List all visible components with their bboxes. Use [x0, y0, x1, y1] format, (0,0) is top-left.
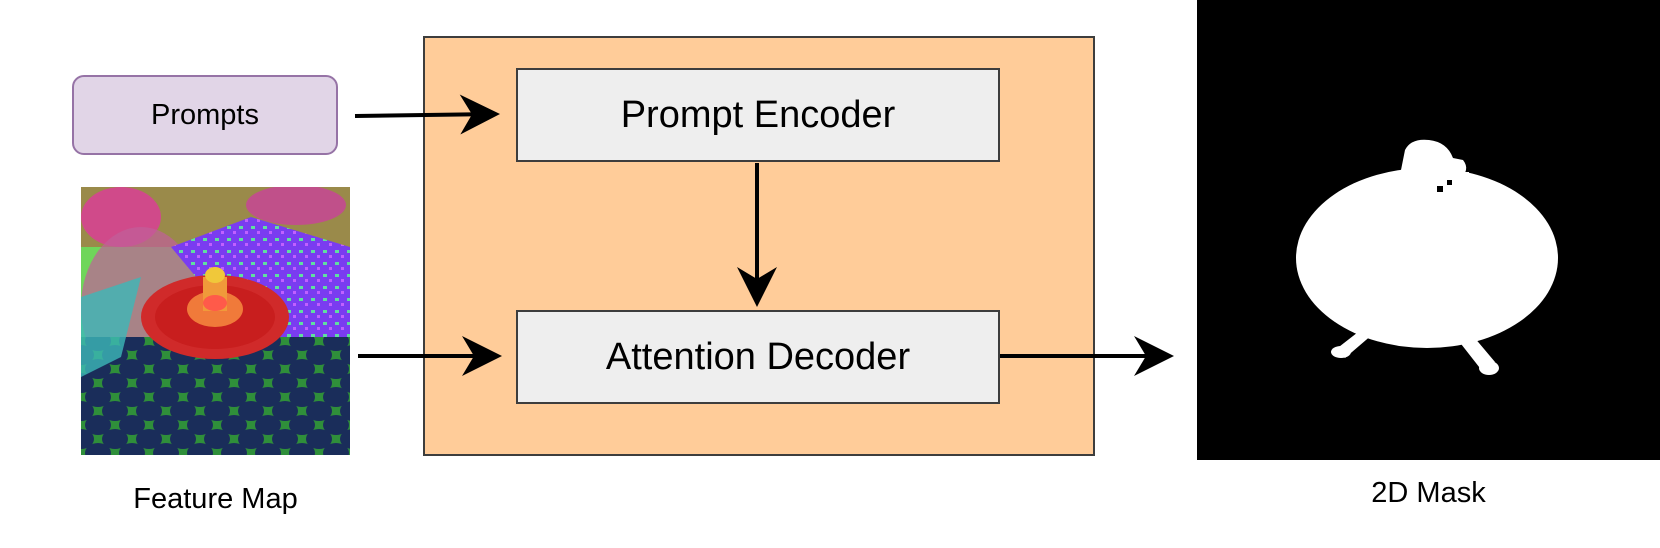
mask-caption: 2D Mask — [1371, 477, 1486, 509]
mask-image — [1197, 0, 1660, 460]
feature-map-graphic — [81, 187, 350, 455]
arrow-prompts-to-encoder — [354, 94, 500, 135]
prompt-encoder-box: Prompt Encoder — [516, 68, 1000, 162]
feature-map-caption: Feature Map — [133, 483, 298, 515]
attention-decoder-box: Attention Decoder — [516, 310, 1000, 404]
attention-decoder-label: Attention Decoder — [605, 335, 911, 378]
prompts-box: Prompts — [72, 75, 338, 155]
feature-map-image — [81, 187, 350, 455]
mask-graphic — [1197, 0, 1660, 460]
prompt-encoder-label: Prompt Encoder — [620, 93, 896, 136]
prompts-label: Prompts — [151, 98, 259, 131]
